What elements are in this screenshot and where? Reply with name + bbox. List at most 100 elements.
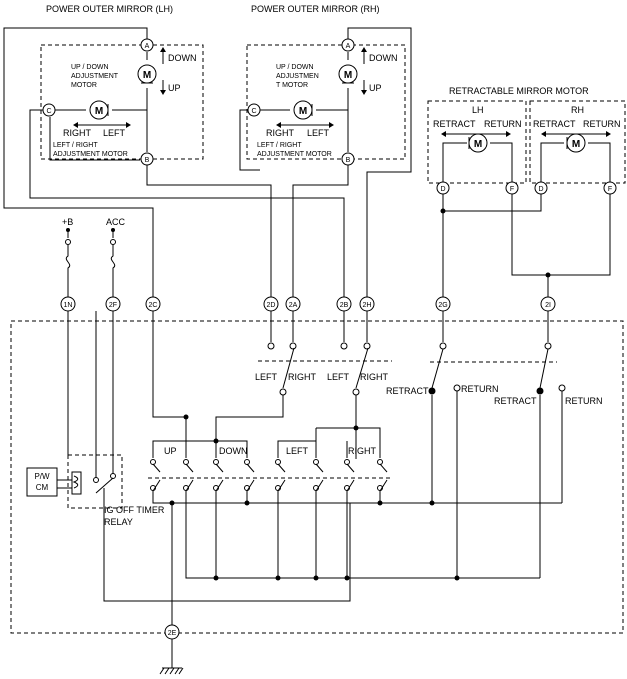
wire-rh-c — [239, 109, 260, 171]
wire-lh-a-to-2c — [3, 27, 154, 298]
connector-1n-label: 1N — [64, 302, 73, 309]
connectors-upper: 1N 2F 2C 2D 2A 2B 2H 2G 2I — [60, 296, 556, 312]
junction-retract-d — [440, 208, 446, 214]
retract-lh-return-sw-label: RETURN — [461, 384, 499, 394]
dir-lower-contacts — [150, 479, 388, 492]
rh-lr-text-1: LEFT / RIGHT — [257, 142, 302, 149]
lh-ud-text-2: ADJUSTMENT — [71, 73, 119, 80]
selector-lh-left-label: LEFT — [255, 372, 278, 382]
relay-contact — [95, 477, 114, 494]
connector-2a-label: 2A — [289, 302, 298, 309]
retract-lh-contact — [428, 387, 436, 395]
fuse-acc-icon — [110, 245, 116, 298]
retract-mirror-motor: LH RH RETRACT RETURN RETRACT RETURN M M … — [427, 100, 626, 195]
retract-lh-boundary — [427, 100, 527, 184]
bus-ground-upper — [152, 491, 562, 504]
retract-rh-return-label: RETURN — [583, 119, 621, 129]
wire-retract-d-join — [443, 194, 542, 212]
dir-up-label: UP — [164, 446, 177, 456]
retract-rh-return-sw-label: RETURN — [565, 396, 603, 406]
retract-lh-terminal-f-label: F — [510, 186, 514, 193]
retract-rh-motor-label: M — [572, 139, 580, 150]
dir-upper-contacts — [150, 459, 388, 473]
lh-up-label: UP — [168, 83, 181, 93]
ground-icon — [159, 639, 184, 675]
rh-terminal-b-label: B — [346, 157, 351, 164]
lh-terminal-b-label: B — [145, 157, 150, 164]
wire-lh-c-to-2b — [29, 109, 345, 298]
rh-terminal-a-label: A — [346, 43, 351, 50]
selector-rh-right-label: RIGHT — [360, 372, 389, 382]
lh-terminal-c-label: C — [46, 108, 51, 115]
lh-left-label: LEFT — [103, 128, 126, 138]
retract-lh-label: LH — [472, 105, 484, 115]
retract-lh-return-label: RETURN — [484, 119, 522, 129]
selector-lh-contact — [282, 347, 295, 389]
rh-up-label: UP — [369, 83, 382, 93]
connector-2h-label: 2H — [363, 302, 372, 309]
pw-cm-box — [26, 467, 58, 497]
rh-lr-text-2: ADJUSTMENT MOTOR — [257, 151, 332, 158]
retract-rh-terminal-f-label: F — [608, 186, 612, 193]
connector-2d-label: 2D — [267, 302, 276, 309]
retract-rh-retract-label: RETRACT — [533, 119, 576, 129]
lh-down-label: DOWN — [168, 53, 197, 63]
pw-cm-label-1: P/W — [34, 472, 50, 481]
connector-2e-label: 2E — [168, 630, 177, 637]
rh-ud-text-2: ADJUSTMEN — [276, 73, 319, 80]
selector-rh-left-label: LEFT — [327, 372, 350, 382]
selector-lh-right-label: RIGHT — [288, 372, 317, 382]
direction-switch: UP DOWN LEFT RIGHT — [148, 427, 392, 492]
retract-rh-contact — [536, 387, 544, 395]
rh-terminal-c-label: C — [251, 108, 256, 115]
connector-2f-label: 2F — [109, 302, 117, 309]
retract-rh-retract-sw-label: RETRACT — [494, 396, 537, 406]
relay-coil-icon — [71, 471, 82, 495]
connector-2g-label: 2G — [438, 302, 447, 309]
power-inputs: +B ACC — [62, 217, 126, 298]
rh-mirror: M M DOWN UP RIGHT LEFT UP / DOWN ADJUSTM… — [246, 38, 406, 166]
rh-lr-motor-label: M — [299, 106, 307, 117]
lh-ud-motor-label: M — [143, 70, 151, 81]
bus-lower — [185, 491, 540, 579]
junction-retract-f — [545, 272, 551, 278]
selector-switch: LEFT RIGHT LEFT RIGHT — [255, 311, 392, 396]
lh-lr-motor-label: M — [95, 106, 103, 117]
wire-rh-b-to-2a — [292, 165, 349, 298]
rh-left-label: LEFT — [307, 128, 330, 138]
dir-down-label: DOWN — [219, 446, 248, 456]
rh-down-label: DOWN — [369, 53, 398, 63]
wire-retract-f — [511, 194, 611, 276]
rh-mirror-boundary — [246, 44, 406, 160]
wire-lh-b-to-2d — [146, 165, 272, 298]
retract-motor-title: RETRACTABLE MIRROR MOTOR — [449, 86, 589, 96]
wire-2c-to-up — [152, 311, 187, 458]
rh-ud-text-3: T MOTOR — [276, 82, 308, 89]
retract-switch: RETRACT RETURN RETRACT RETURN — [386, 311, 603, 406]
wire-rh-a-to-2h — [347, 27, 412, 298]
relay-label-2: RELAY — [104, 517, 133, 527]
ig-off-timer-relay: IG OFF TIMER RELAY — [67, 311, 351, 602]
connector-2i-label: 2I — [545, 302, 551, 309]
rh-right-label: RIGHT — [266, 128, 295, 138]
lh-lr-text-1: LEFT / RIGHT — [53, 142, 98, 149]
retract-rh-label: RH — [571, 105, 584, 115]
retract-lh-motor-label: M — [474, 139, 482, 150]
acc-label: ACC — [106, 217, 126, 227]
retract-lh-terminal-d-label: D — [440, 186, 445, 193]
wire-relay-output — [103, 500, 351, 602]
lh-lr-text-2: ADJUSTMENT MOTOR — [53, 151, 128, 158]
lh-ud-text-3: MOTOR — [71, 82, 97, 89]
lh-ud-text-1: UP / DOWN — [71, 64, 109, 71]
pw-control-module: P/W CM — [26, 467, 68, 497]
lh-mirror: M M DOWN UP RIGHT LEFT UP / DOWN ADJUSTM… — [40, 38, 204, 166]
lh-mirror-boundary — [40, 44, 204, 160]
retract-lh-retract-sw-label: RETRACT — [386, 386, 429, 396]
rh-ud-motor-label: M — [344, 70, 352, 81]
wire-selector-lh-out — [215, 395, 284, 458]
retract-rh-terminal-d-label: D — [538, 186, 543, 193]
relay-boundary — [67, 454, 123, 509]
pw-cm-label-2: CM — [36, 483, 49, 492]
dir-right-label: RIGHT — [348, 446, 377, 456]
